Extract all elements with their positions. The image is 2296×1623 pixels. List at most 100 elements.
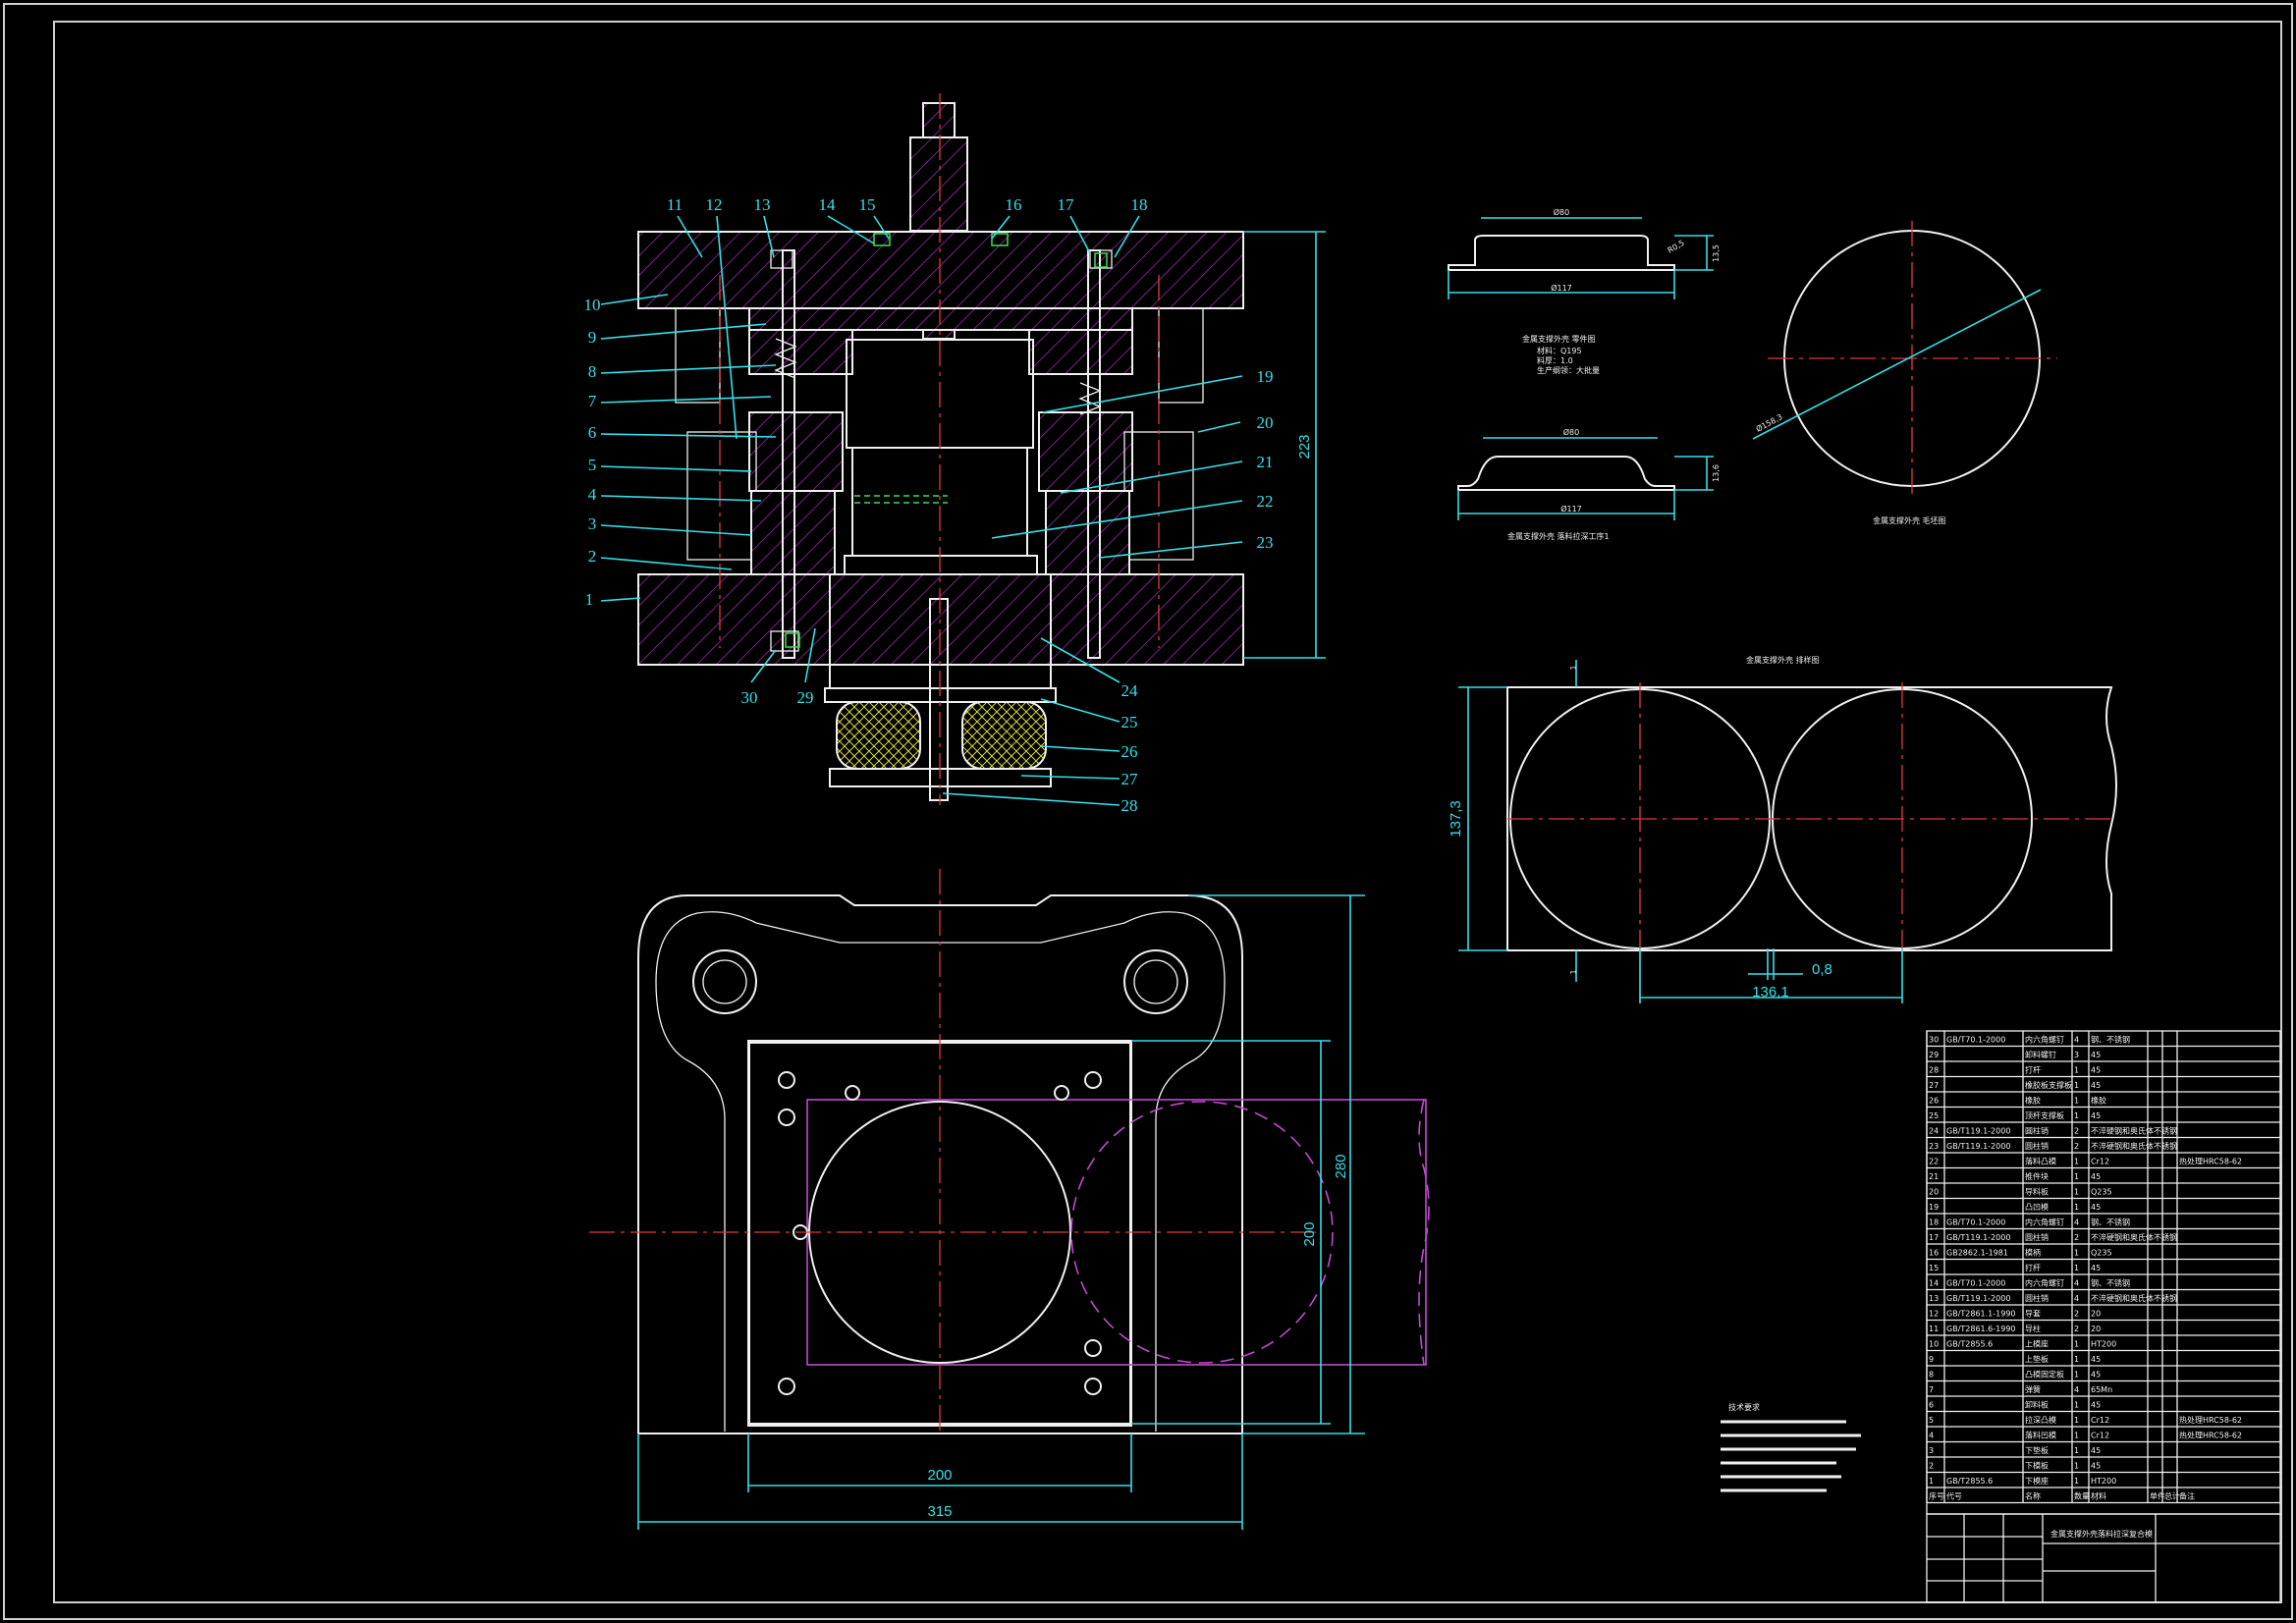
bom-cell: 25: [1929, 1111, 1939, 1120]
blank-drawing: Ø158,3 金属支撑外壳 毛坯图: [1752, 221, 2057, 525]
label-7: 7: [588, 392, 597, 410]
bom-header-cell: 代号: [1946, 1491, 1962, 1501]
bom-cell: 45: [2091, 1355, 2101, 1364]
bom-cell: GB/T2855.6: [1946, 1477, 1993, 1486]
bom-cell: GB/T70.1-2000: [1946, 1279, 2005, 1288]
bom-cell: 3: [1929, 1446, 1934, 1455]
bom-cell: 卸料板: [2025, 1400, 2049, 1410]
plan-view: 280 200 200 315: [589, 869, 1430, 1530]
outer-frame: [3, 3, 2293, 1620]
label-9: 9: [588, 328, 597, 347]
dim-plan-height-outer: 280: [1333, 1154, 1349, 1178]
bom-cell: 14: [1929, 1279, 1939, 1288]
part-material-1: 材料：Q195: [1537, 346, 1582, 355]
bom-cell: Cr12: [2091, 1416, 2109, 1425]
label-11: 11: [667, 195, 683, 214]
bom-cell: 6: [1929, 1401, 1934, 1410]
strip-layout: 金属支撑外壳 排样图 137,3 136,1 0,8 1 1: [1448, 655, 2117, 1003]
bom-header-cell: 材料: [2091, 1491, 2106, 1501]
bom-cell: 45: [2091, 1051, 2101, 1059]
label-12: 12: [706, 195, 723, 214]
draw-dim-height: 13,6: [1712, 464, 1721, 482]
bom-cell: 1: [2074, 1111, 2079, 1120]
bom-cell: 20: [2091, 1325, 2101, 1333]
bom-cell: 卸料螺钉: [2025, 1050, 2056, 1059]
bom-cell: 内六角螺钉: [2025, 1217, 2064, 1227]
part-material-2: 料厚：1.0: [1537, 355, 1573, 365]
bom-cell: 45: [2091, 1264, 2101, 1272]
label-20: 20: [1257, 413, 1274, 432]
bom-cell: 下垫板: [2025, 1445, 2049, 1455]
label-28: 28: [1121, 796, 1138, 815]
part-dim-radius: R0,5: [1667, 239, 1686, 255]
part-dim-height: 13,5: [1712, 244, 1721, 262]
bom-cell: GB2862.1-1981: [1946, 1249, 2008, 1258]
bom-cell: 1: [2074, 1462, 2079, 1471]
label-22: 22: [1257, 492, 1274, 511]
bom-cell: 21: [1929, 1172, 1939, 1181]
bom-cell: 1: [2074, 1249, 2079, 1258]
draw-title: 金属支撑外壳 落料拉深工序1: [1507, 531, 1610, 541]
bom-cell: 橡胶: [2091, 1096, 2106, 1106]
bom-cell: 19: [1929, 1203, 1939, 1212]
draw-operation-drawing: Ø80 Ø117 13,6 金属支撑外壳 落料拉深工序1: [1457, 427, 1721, 541]
bom-cell: 45: [2091, 1446, 2101, 1455]
bom-cell: 30: [1929, 1036, 1939, 1045]
dim-edge-bottom: 1: [1569, 969, 1578, 974]
bom-cell: GB/T119.1-2000: [1946, 1233, 2010, 1242]
bom-cell: GB/T119.1-2000: [1946, 1294, 2010, 1303]
technical-requirements: 技术要求: [1721, 1402, 1861, 1492]
bom-cell: 23: [1929, 1142, 1939, 1151]
label-16: 16: [1006, 195, 1022, 214]
bom-cell: 65Mn: [2091, 1385, 2112, 1394]
bom-cell: 打杆: [2025, 1263, 2041, 1272]
bom-header-cell: 备注: [2179, 1491, 2195, 1501]
bom-cell: 不淬硬钢和奥氏体不锈钢: [2091, 1232, 2177, 1242]
label-17: 17: [1058, 195, 1075, 214]
bom-cell: 下模板: [2025, 1461, 2049, 1471]
inner-frame: [53, 21, 2282, 1603]
bom-cell: 4: [2074, 1036, 2079, 1045]
bom-cell: 圆柱销: [2025, 1232, 2049, 1242]
label-4: 4: [588, 485, 597, 504]
bom-cell: 1: [2074, 1477, 2079, 1486]
label-10: 10: [584, 296, 601, 314]
blank-title: 金属支撑外壳 毛坯图: [1873, 515, 1946, 525]
bom-header-cell: 名称: [2025, 1491, 2041, 1501]
bom-cell: 45: [2091, 1401, 2101, 1410]
bom-cell: 上模座: [2025, 1339, 2049, 1349]
bom-cell: 顶杆支撑板: [2025, 1110, 2064, 1120]
bom-cell: 4: [2074, 1385, 2079, 1394]
part-dim-top: Ø80: [1554, 207, 1569, 217]
bom-cell: 2: [2074, 1310, 2079, 1319]
label-1: 1: [585, 590, 594, 609]
bom-cell: 橡胶: [2025, 1096, 2041, 1106]
bom-cell: 45: [2091, 1111, 2101, 1120]
bom-cell: 11: [1929, 1325, 1939, 1333]
dim-edge-top: 1: [1569, 665, 1578, 670]
part-dim-base: Ø117: [1551, 283, 1572, 293]
bom-cell: 4: [2074, 1279, 2079, 1288]
bom-cell: 模柄: [2025, 1248, 2041, 1258]
bom-cell: 落料凸模: [2025, 1157, 2056, 1166]
label-18: 18: [1131, 195, 1148, 214]
bom-cell: 推件块: [2025, 1171, 2049, 1181]
part-material-3: 生产纲领：大批量: [1537, 365, 1600, 375]
bom-cell: 1: [2074, 1097, 2079, 1106]
bom-cell: 1: [2074, 1416, 2079, 1425]
label-3: 3: [588, 514, 597, 533]
bom-cell: 20: [2091, 1310, 2101, 1319]
bom-cell: 1: [2074, 1401, 2079, 1410]
bom-cell: 2: [2074, 1233, 2079, 1242]
bom-cell: 45: [2091, 1081, 2101, 1090]
label-8: 8: [588, 362, 597, 381]
bom-cell: 45: [2091, 1172, 2101, 1181]
bom-cell: 20: [1929, 1188, 1939, 1197]
dim-plan-height-inner: 200: [1301, 1221, 1318, 1246]
bom-cell: 7: [1929, 1385, 1934, 1394]
bom-cell: 1: [2074, 1371, 2079, 1380]
bom-cell: 26: [1929, 1097, 1939, 1106]
bom-cell: 不淬硬钢和奥氏体不锈钢: [2091, 1126, 2177, 1136]
bom-cell: 45: [2091, 1066, 2101, 1075]
bom-cell: 10: [1929, 1340, 1939, 1349]
